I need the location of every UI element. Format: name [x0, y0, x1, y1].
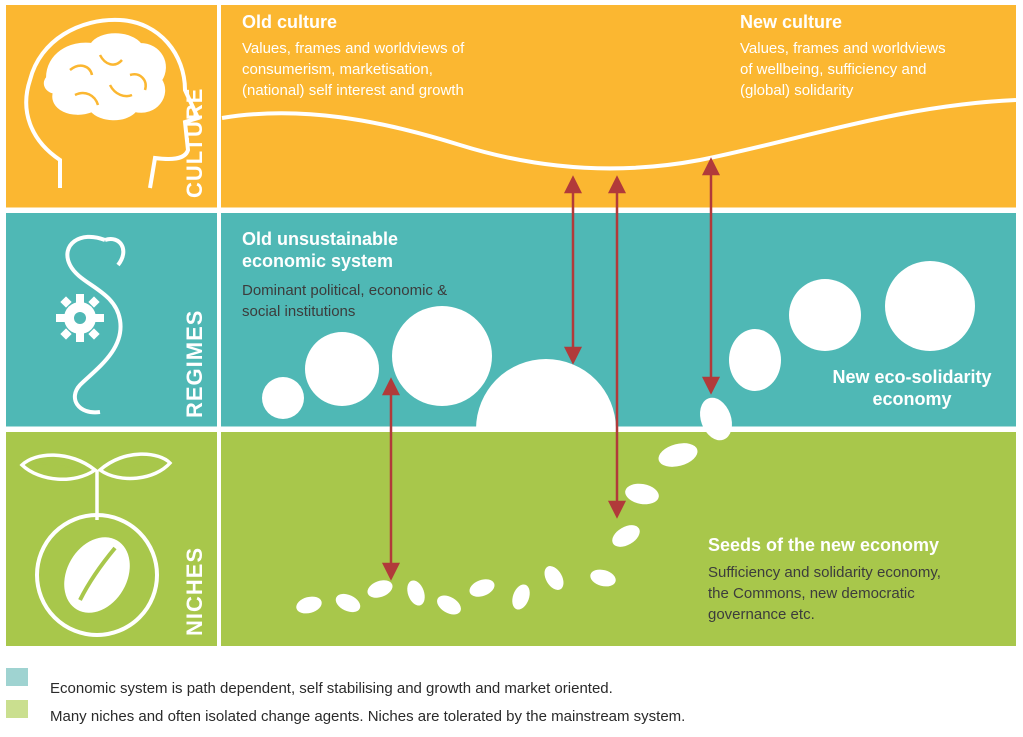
old-system-body-line: social institutions [242, 303, 356, 320]
new-economy-title-line: New eco-solidarity [832, 367, 992, 387]
new-culture-line: (global) solidarity [740, 82, 854, 99]
seeds-body: Sufficiency and solidarity economy, the … [708, 562, 941, 625]
old-system-title-line: economic system [242, 251, 394, 271]
legend-regimes-text: Economic system is path dependent, self … [50, 680, 613, 697]
old-system-bubbles [262, 306, 616, 429]
seeds-body-line: governance etc. [708, 606, 815, 623]
new-economy-title: New eco-solidarity economy [812, 366, 1012, 410]
legend-niches-swatch [6, 700, 28, 718]
new-culture-title: New culture [740, 12, 843, 32]
old-culture-body: Values, frames and worldviews of consume… [242, 38, 464, 101]
old-system-body-line: Dominant political, economic & [242, 282, 448, 299]
seeds-body-line: the Commons, new democratic [708, 585, 915, 602]
old-system-title-line: Old unsustainable [242, 229, 399, 249]
gear-s-icon [65, 234, 126, 415]
legend-niches-text: Many niches and often isolated change ag… [50, 708, 686, 725]
new-economy-title-line: economy [872, 389, 952, 409]
niches-label: NICHES [182, 546, 207, 636]
old-culture-title: Old culture [242, 12, 338, 32]
new-culture-body: Values, frames and worldviews of wellbei… [740, 38, 946, 101]
old-system-title: Old unsustainable economic system [242, 228, 398, 272]
seeds-path [296, 397, 732, 615]
old-system-body: Dominant political, economic & social in… [242, 280, 447, 322]
culture-wave [221, 98, 1017, 171]
brain-folds [69, 54, 147, 106]
regimes-label: REGIMES [182, 309, 207, 418]
seedling-icon [19, 452, 173, 637]
old-culture-line: (national) self interest and growth [242, 82, 464, 99]
new-economy-bubbles [729, 261, 975, 391]
seeds-body-line: Sufficiency and solidarity economy, [708, 564, 941, 581]
culture-band [6, 5, 1016, 208]
niches-band [6, 432, 1016, 646]
culture-label: CULTURE [182, 87, 207, 198]
new-culture-line: of wellbeing, sufficiency and [740, 61, 927, 78]
arrows [381, 157, 721, 581]
old-culture-line: Values, frames and worldviews of [242, 40, 465, 57]
old-culture-line: consumerism, marketisation, [242, 61, 433, 78]
new-culture-line: Values, frames and worldviews [740, 40, 946, 57]
brain-head-icon [24, 17, 201, 189]
legend-regimes-swatch [6, 668, 28, 686]
seeds-title: Seeds of the new economy [708, 535, 940, 555]
